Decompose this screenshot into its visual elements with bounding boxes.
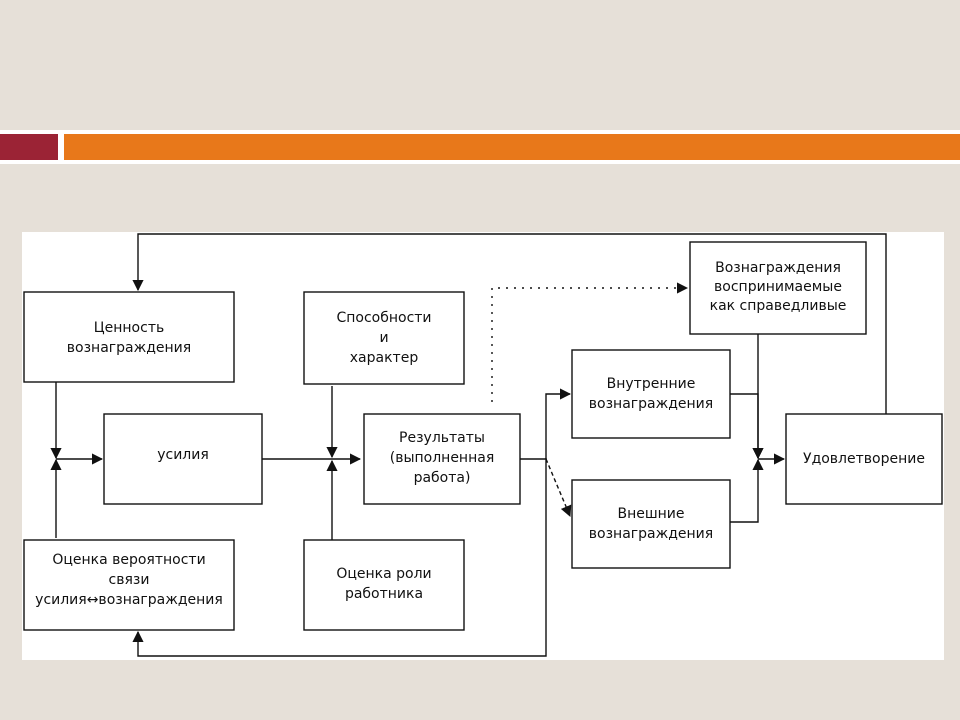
box-effort-line-1: усилия [157, 447, 209, 463]
svg-text:Удовлетворение: Удовлетворение [803, 451, 925, 467]
box-results-line-3: работа) [414, 470, 471, 486]
box-probability-line-1: Оценка вероятности [52, 552, 205, 568]
box-probability-line-2: связи [109, 572, 150, 588]
box-probability-line-3: усилия↔вознаграждения [35, 592, 223, 608]
header-bar-bottom-line [0, 160, 960, 164]
header-bar-top-line [0, 130, 960, 134]
box-fair-line-2: воспринимаемые [714, 279, 842, 295]
external-to-junction-arrow [730, 458, 764, 523]
box-abilities-line-2: и [379, 330, 388, 346]
boxes [23, 241, 943, 631]
box-satisfaction-line-1: Удовлетворение [803, 451, 925, 467]
box-abilities [303, 291, 465, 385]
diagram-canvas: Ценность вознаграждения усилия Оценка вер… [23, 233, 943, 657]
labels: Ценность вознаграждения усилия Оценка вер… [35, 260, 925, 608]
box-reward-value [23, 291, 235, 383]
motivation-diagram: Ценность вознаграждения усилия Оценка вер… [22, 232, 944, 660]
box-abilities-line-3: характер [350, 350, 419, 366]
svg-text:усилия: усилия [157, 447, 209, 463]
box-reward-value-line-2: вознаграждения [67, 340, 191, 356]
box-fair-line-3: как справедливые [710, 298, 847, 314]
connectors [50, 233, 887, 657]
box-fair [689, 241, 867, 335]
box-probability [23, 539, 235, 631]
header-accent-orange [64, 134, 960, 160]
results-to-external-arrow [545, 458, 572, 518]
feedback-to-probability-arrow [132, 458, 547, 657]
header-accent-red [0, 134, 58, 160]
box-role-line-2: работника [345, 586, 423, 602]
box-satisfaction [785, 413, 943, 505]
box-reward-value-line-1: Ценность [94, 320, 164, 336]
header-divider [58, 130, 64, 164]
results-to-internal-arrow [520, 388, 572, 460]
box-external-line-1: Внешние [617, 506, 684, 522]
box-role-line-1: Оценка роли [336, 566, 431, 582]
box-role [303, 539, 465, 631]
box-effort [103, 413, 263, 505]
box-results-line-1: Результаты [399, 430, 485, 446]
box-external-line-2: вознаграждения [589, 526, 713, 542]
box-abilities-line-1: Способности [336, 310, 431, 326]
box-external [571, 479, 731, 569]
feedback-to-value-arrow [132, 233, 887, 414]
box-internal [571, 349, 731, 439]
results-to-fair-dotted-arrow [491, 282, 689, 402]
box-internal-line-2: вознаграждения [589, 396, 713, 412]
box-internal-line-1: Внутренние [607, 376, 696, 392]
box-fair-line-1: Вознаграждения [715, 260, 841, 276]
box-results [363, 413, 521, 505]
internal-to-junction-arrow [730, 393, 764, 460]
box-results-line-2: (выполненная [390, 450, 495, 466]
